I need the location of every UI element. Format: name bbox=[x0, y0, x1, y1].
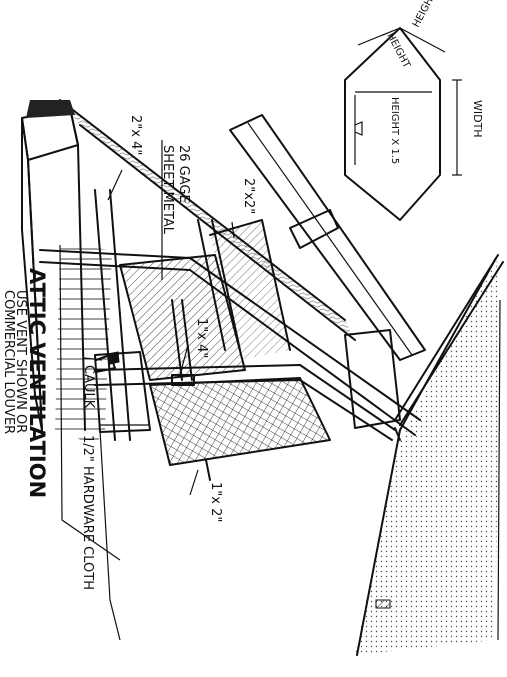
wall-surface bbox=[355, 257, 501, 656]
vent-shape-inset bbox=[344, 27, 462, 221]
lumber-1x2-label: 1"x 2" bbox=[208, 482, 223, 522]
title: ATTIC VENTILATION bbox=[25, 268, 49, 498]
inset-width: WIDTH bbox=[471, 100, 484, 138]
caulk-label: CAULK bbox=[81, 365, 96, 409]
inset-labels: HEIGHT HEIGHT HEIGHT X 1.5 WIDTH bbox=[384, 0, 484, 164]
part-labels: CAULK 1/2" HARDWARE CLOTH 26 GAGE SHEET … bbox=[80, 115, 256, 590]
hardware-cloth-screen bbox=[149, 377, 331, 466]
ridge-beam bbox=[21, 100, 86, 431]
louver-block bbox=[94, 351, 151, 433]
caulk-flashing bbox=[95, 351, 120, 373]
subtitle-line-1: USE VENT SHOWN OR bbox=[13, 290, 28, 433]
sheet-metal-panel bbox=[119, 219, 291, 381]
subtitle-line-2: COMMERCIAL LOUVER bbox=[1, 290, 16, 434]
sheet-metal-label-1: 26 GAGE bbox=[176, 145, 191, 203]
hardware-cloth-label: 1/2" HARDWARE CLOTH bbox=[80, 435, 95, 590]
small-members bbox=[171, 299, 211, 481]
lumber-2x4-label: 2"x 4" bbox=[128, 115, 143, 155]
sill-block bbox=[344, 329, 401, 429]
sheet-metal-label-2: SHEET METAL bbox=[160, 145, 175, 235]
roof-edge bbox=[394, 254, 504, 441]
inset-height-x15: HEIGHT X 1.5 bbox=[389, 97, 400, 164]
outer-diagonal-member bbox=[229, 114, 426, 361]
leader-lines bbox=[83, 140, 235, 496]
title-block: ATTIC VENTILATION USE VENT SHOWN OR COMM… bbox=[1, 268, 49, 498]
inset-height-right: HEIGHT bbox=[411, 0, 439, 29]
lumber-1x4-label: 1"x 4" bbox=[194, 318, 209, 358]
lumber-2x2-label: 2"x2" bbox=[241, 178, 256, 214]
